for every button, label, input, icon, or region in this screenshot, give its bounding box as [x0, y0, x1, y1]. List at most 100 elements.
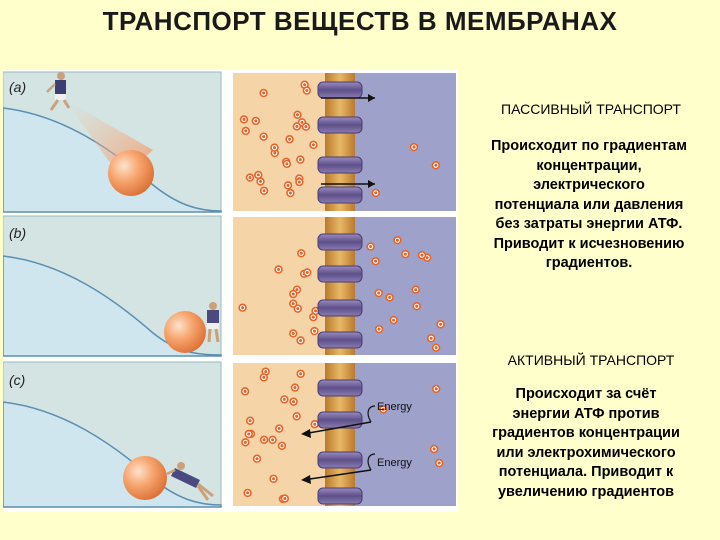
molecule-core [432, 447, 436, 451]
molecule-core [304, 125, 308, 129]
molecule-core [291, 292, 295, 296]
molecule-core [264, 370, 268, 374]
passive-line: электрического [533, 177, 645, 193]
membrane-protein [317, 299, 363, 317]
molecule-core [374, 191, 378, 195]
molecule-core [313, 422, 317, 426]
molecule-core [254, 119, 258, 123]
molecule-core [311, 315, 315, 319]
membrane-protein [317, 487, 363, 505]
molecule-core [247, 432, 251, 436]
molecule-core [434, 346, 438, 350]
molecule-core [292, 400, 296, 404]
membrane-protein [317, 411, 363, 429]
passive-line: Приводит к исчезновению [493, 235, 685, 252]
energy-arrow-2: Energy [301, 453, 412, 484]
membrane-protein [317, 156, 363, 174]
energy-label-2: Energy [377, 457, 412, 469]
molecule-core [271, 438, 275, 442]
panel-label-c: (c) [9, 372, 25, 388]
molecule-core [262, 375, 266, 379]
active-transport-text: Происходит за счёт энергии АТФ против гр… [452, 385, 720, 502]
energy-arrow-1: Energy [301, 401, 412, 438]
right-chamber-a [355, 73, 456, 211]
right-chamber-b [355, 217, 456, 355]
left-chamber-a [233, 73, 325, 211]
active-transport-heading: АКТИВНЫЙ ТРАНСПОРТ [507, 352, 675, 368]
molecule-core [314, 309, 318, 313]
molecule-core [415, 304, 419, 308]
molecule-core [377, 291, 381, 295]
molecule-core [262, 135, 266, 139]
molecule-core [244, 129, 248, 133]
molecule-core [296, 307, 300, 311]
active-line: увеличению градиентов [497, 483, 675, 500]
molecule-core [434, 163, 438, 167]
molecule-core [403, 252, 407, 256]
particles-b [238, 235, 445, 352]
person-a-icon [46, 72, 71, 111]
membrane-protein [317, 233, 363, 251]
figure-svg: (a) (b) [3, 71, 456, 508]
person-b-icon [207, 302, 220, 343]
molecule-core [248, 176, 252, 180]
molecule-core [425, 256, 429, 260]
pumps-c [317, 379, 363, 505]
particles-c [240, 367, 444, 504]
molecule-core [369, 245, 373, 249]
molecule-core [381, 407, 385, 411]
molecule-core [243, 440, 247, 444]
panel-c: (c) Energy [3, 361, 456, 508]
transport-figure: (a) (b) [3, 70, 458, 512]
molecule-core [395, 238, 399, 242]
molecule-core [298, 158, 302, 162]
membrane-protein [317, 265, 363, 283]
molecule-core [388, 295, 392, 299]
passive-line: градиентов. [545, 255, 633, 271]
membrane-protein [317, 379, 363, 397]
passive-line: без затраты энергии АТФ. [495, 216, 683, 232]
molecule-core [282, 397, 286, 401]
ball-c [123, 456, 167, 500]
molecule-core [255, 457, 259, 461]
membrane-protein [317, 331, 363, 349]
molecule-core [242, 117, 246, 121]
active-line: или электрохимического [496, 444, 676, 461]
particles-a [239, 80, 441, 198]
membrane-protein [317, 116, 363, 134]
molecule-core [299, 372, 303, 376]
molecule-core [299, 338, 303, 343]
molecule-core [300, 120, 304, 124]
molecule-core [434, 387, 438, 391]
ball-b [164, 311, 206, 353]
molecule-core [258, 180, 263, 184]
molecule-core [246, 491, 250, 495]
molecule-core [272, 146, 277, 150]
molecule-core [412, 145, 416, 149]
molecule-core [312, 329, 317, 333]
molecule-core [299, 251, 303, 255]
molecule-core [256, 173, 260, 177]
molecule-core [303, 83, 307, 87]
active-line: градиентов концентрации [492, 425, 680, 441]
molecule-core [277, 427, 281, 431]
hill-curve-b [3, 255, 222, 357]
left-chamber-b [233, 217, 325, 355]
molecule-core [414, 288, 418, 292]
molecule-core [295, 124, 299, 128]
molecule-core [305, 270, 309, 275]
passive-line: концентрации, [536, 157, 642, 174]
ball-a [108, 150, 154, 196]
molecule-core [283, 497, 287, 501]
energy-label-1: Energy [377, 401, 412, 413]
molecule-core [420, 253, 424, 257]
channels-b [317, 233, 363, 349]
active-line: Происходит за счёт [515, 386, 657, 402]
page-title: ТРАНСПОРТ ВЕЩЕСТВ В МЕМБРАНАХ [102, 6, 618, 36]
molecule-core [286, 183, 290, 187]
person-c-icon [166, 462, 214, 501]
molecule-core [295, 414, 299, 418]
molecule-core [305, 89, 309, 93]
molecule-core [429, 336, 433, 340]
membrane-protein [317, 186, 363, 204]
